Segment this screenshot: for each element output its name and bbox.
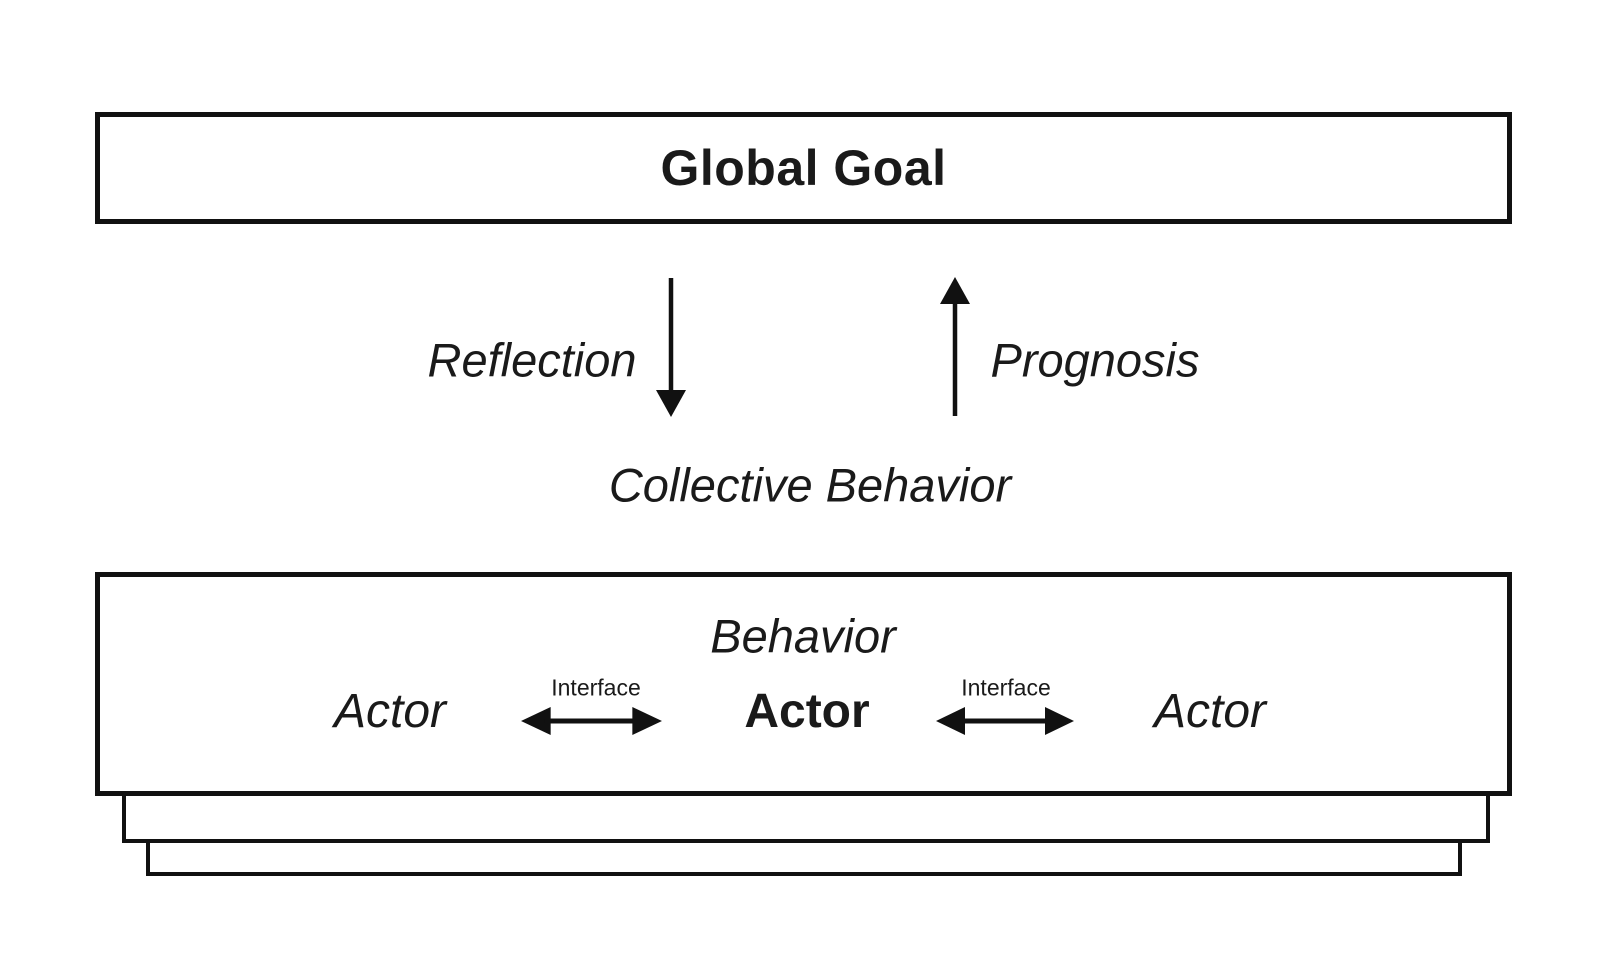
global-goal-box: Global Goal (95, 112, 1512, 224)
actor-center-label: Actor (744, 685, 870, 738)
interface-right-label: Interface (961, 674, 1051, 701)
collective-behavior-label: Collective Behavior (608, 458, 1012, 512)
actor-right-label: Actor (1153, 685, 1267, 738)
stack-layer-middle (122, 791, 1490, 843)
global-goal-label: Global Goal (660, 140, 947, 196)
interface-left-label: Interface (551, 674, 641, 701)
stack-layer-bottom (146, 839, 1462, 876)
prognosis-arrow-up-icon (937, 277, 973, 417)
interface-right-arrow-icon (935, 703, 1075, 739)
interface-left-arrow-icon (520, 703, 663, 739)
prognosis-label: Prognosis (990, 333, 1200, 387)
reflection-label: Reflection (427, 333, 637, 387)
behavior-box: Behavior Actor Interface Actor Interface… (95, 572, 1512, 796)
actor-left-label: Actor (333, 685, 447, 738)
reflection-arrow-down-icon (653, 277, 689, 417)
behavior-label: Behavior (710, 609, 896, 663)
